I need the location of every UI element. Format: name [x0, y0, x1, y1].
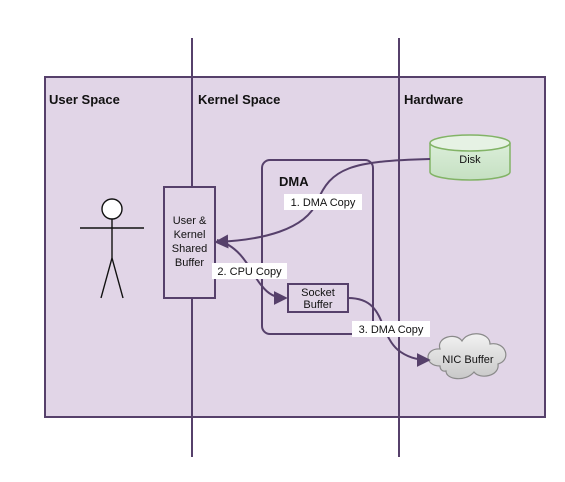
dma-group-label: DMA [279, 174, 309, 189]
hardware-label: Hardware [404, 92, 463, 107]
dma-group-box [261, 159, 374, 335]
dma-copy-label-3-bg [352, 321, 430, 337]
nic-buffer-cloud-icon [427, 333, 507, 380]
socket-buffer-label-line-2: Buffer [303, 299, 332, 311]
user-figure-icon [80, 198, 144, 299]
dma-copy-label-3: 3. DMA Copy [359, 324, 424, 336]
cpu-copy-label: 2. CPU Copy [217, 266, 282, 278]
nic-buffer-label: NIC Buffer [442, 354, 493, 366]
kernel-space-label: Kernel Space [198, 92, 280, 107]
shared-buffer-label-line-3: Shared [172, 243, 207, 255]
shared-buffer-label-line-2: Kernel [174, 229, 206, 241]
user-space-label: User Space [49, 92, 120, 107]
shared-buffer-label-line-4: Buffer [175, 257, 204, 269]
shared-buffer-label-line-1: User & [173, 215, 207, 227]
cpu-copy-arrow [216, 239, 288, 305]
dma-copy-label-1-bg [284, 194, 362, 210]
socket-buffer-label-line-1: Socket [301, 287, 335, 299]
dma-copy-label-1: 1. DMA Copy [291, 197, 356, 209]
dma-copy-arrow-3 [347, 297, 431, 367]
cpu-copy-label-bg [212, 263, 287, 279]
socket-buffer-box [287, 283, 349, 313]
disk-label: Disk [459, 154, 481, 166]
disk-icon [429, 134, 511, 181]
